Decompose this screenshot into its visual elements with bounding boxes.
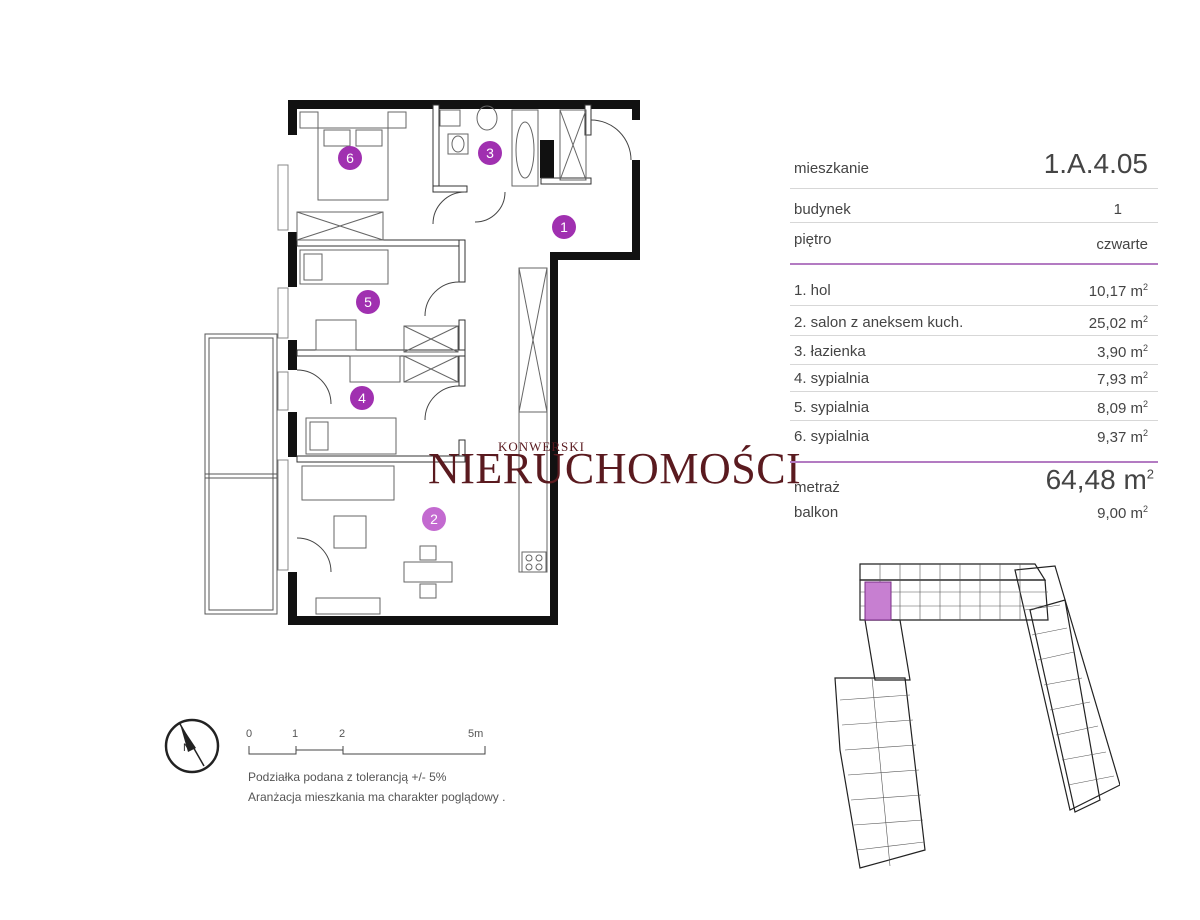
unit-superscript: 2 — [1142, 428, 1148, 438]
building-label: budynek — [794, 201, 851, 218]
unit-superscript: 2 — [1142, 343, 1148, 353]
unit-superscript: 2 — [1142, 399, 1148, 409]
room-area: 25,02 m — [1088, 315, 1143, 332]
area-value: 64,48 m — [1045, 464, 1147, 495]
unit-superscript: 2 — [1142, 314, 1148, 324]
floor-value: czwarte — [1096, 236, 1148, 253]
room-number-5: 5 — [356, 290, 380, 314]
scale-tick-1: 1 — [292, 728, 299, 740]
watermark-top: KONWERSKI — [498, 439, 585, 454]
area-label: metraż — [794, 479, 840, 496]
room-area: 3,90 m — [1097, 344, 1143, 361]
outer-walls — [288, 100, 640, 625]
apartment-value: 1.A.4.05 — [1043, 148, 1148, 179]
building-key-plan — [834, 563, 1120, 869]
apartment-label: mieszkanie — [794, 160, 870, 177]
scale-tick-5m: 5m — [468, 728, 484, 740]
furniture — [296, 105, 587, 615]
note-arrangement: Aranżacja mieszkania ma charakter pogląd… — [248, 790, 506, 804]
unit-superscript: 2 — [1146, 466, 1154, 482]
compass-label: N — [183, 742, 191, 754]
scale-tick-0: 0 — [246, 728, 253, 740]
windows — [277, 164, 289, 571]
balcony-value: 9,00 m — [1097, 505, 1143, 522]
unit-superscript: 2 — [1142, 370, 1148, 380]
room-label: 5. sypialnia — [794, 399, 870, 416]
door-swings — [296, 119, 632, 573]
room-number-2: 2 — [422, 507, 446, 531]
room-area: 10,17 m — [1088, 283, 1143, 300]
room-number-6: 6 — [338, 146, 362, 170]
room-label: 6. sypialnia — [794, 428, 870, 445]
room-number-4: 4 — [350, 386, 374, 410]
room-number-1: 1 — [552, 215, 576, 239]
room-area: 9,37 m — [1097, 429, 1143, 446]
room-label: 2. salon z aneksem kuch. — [794, 314, 964, 331]
apartment-highlight — [864, 581, 892, 621]
balcony-label: balkon — [794, 504, 839, 521]
note-tolerance: Podziałka podana z tolerancją +/- 5% — [248, 770, 447, 784]
floor-label: piętro — [794, 231, 832, 248]
room-area: 7,93 m — [1097, 371, 1143, 388]
watermark-main: NIERUCHOMOŚCI — [428, 444, 802, 493]
compass-icon: N — [164, 718, 220, 774]
room-area: 8,09 m — [1097, 400, 1143, 417]
unit-superscript: 2 — [1142, 282, 1148, 292]
scale-bar — [248, 746, 486, 755]
room-label: 1. hol — [794, 282, 831, 299]
unit-superscript: 2 — [1142, 504, 1148, 514]
balcony — [204, 333, 278, 615]
scale-tick-2: 2 — [339, 728, 346, 740]
room-label: 3. łazienka — [794, 343, 866, 360]
room-label: 4. sypialnia — [794, 370, 870, 387]
room-number-3: 3 — [478, 141, 502, 165]
building-value: 1 — [1113, 201, 1122, 218]
